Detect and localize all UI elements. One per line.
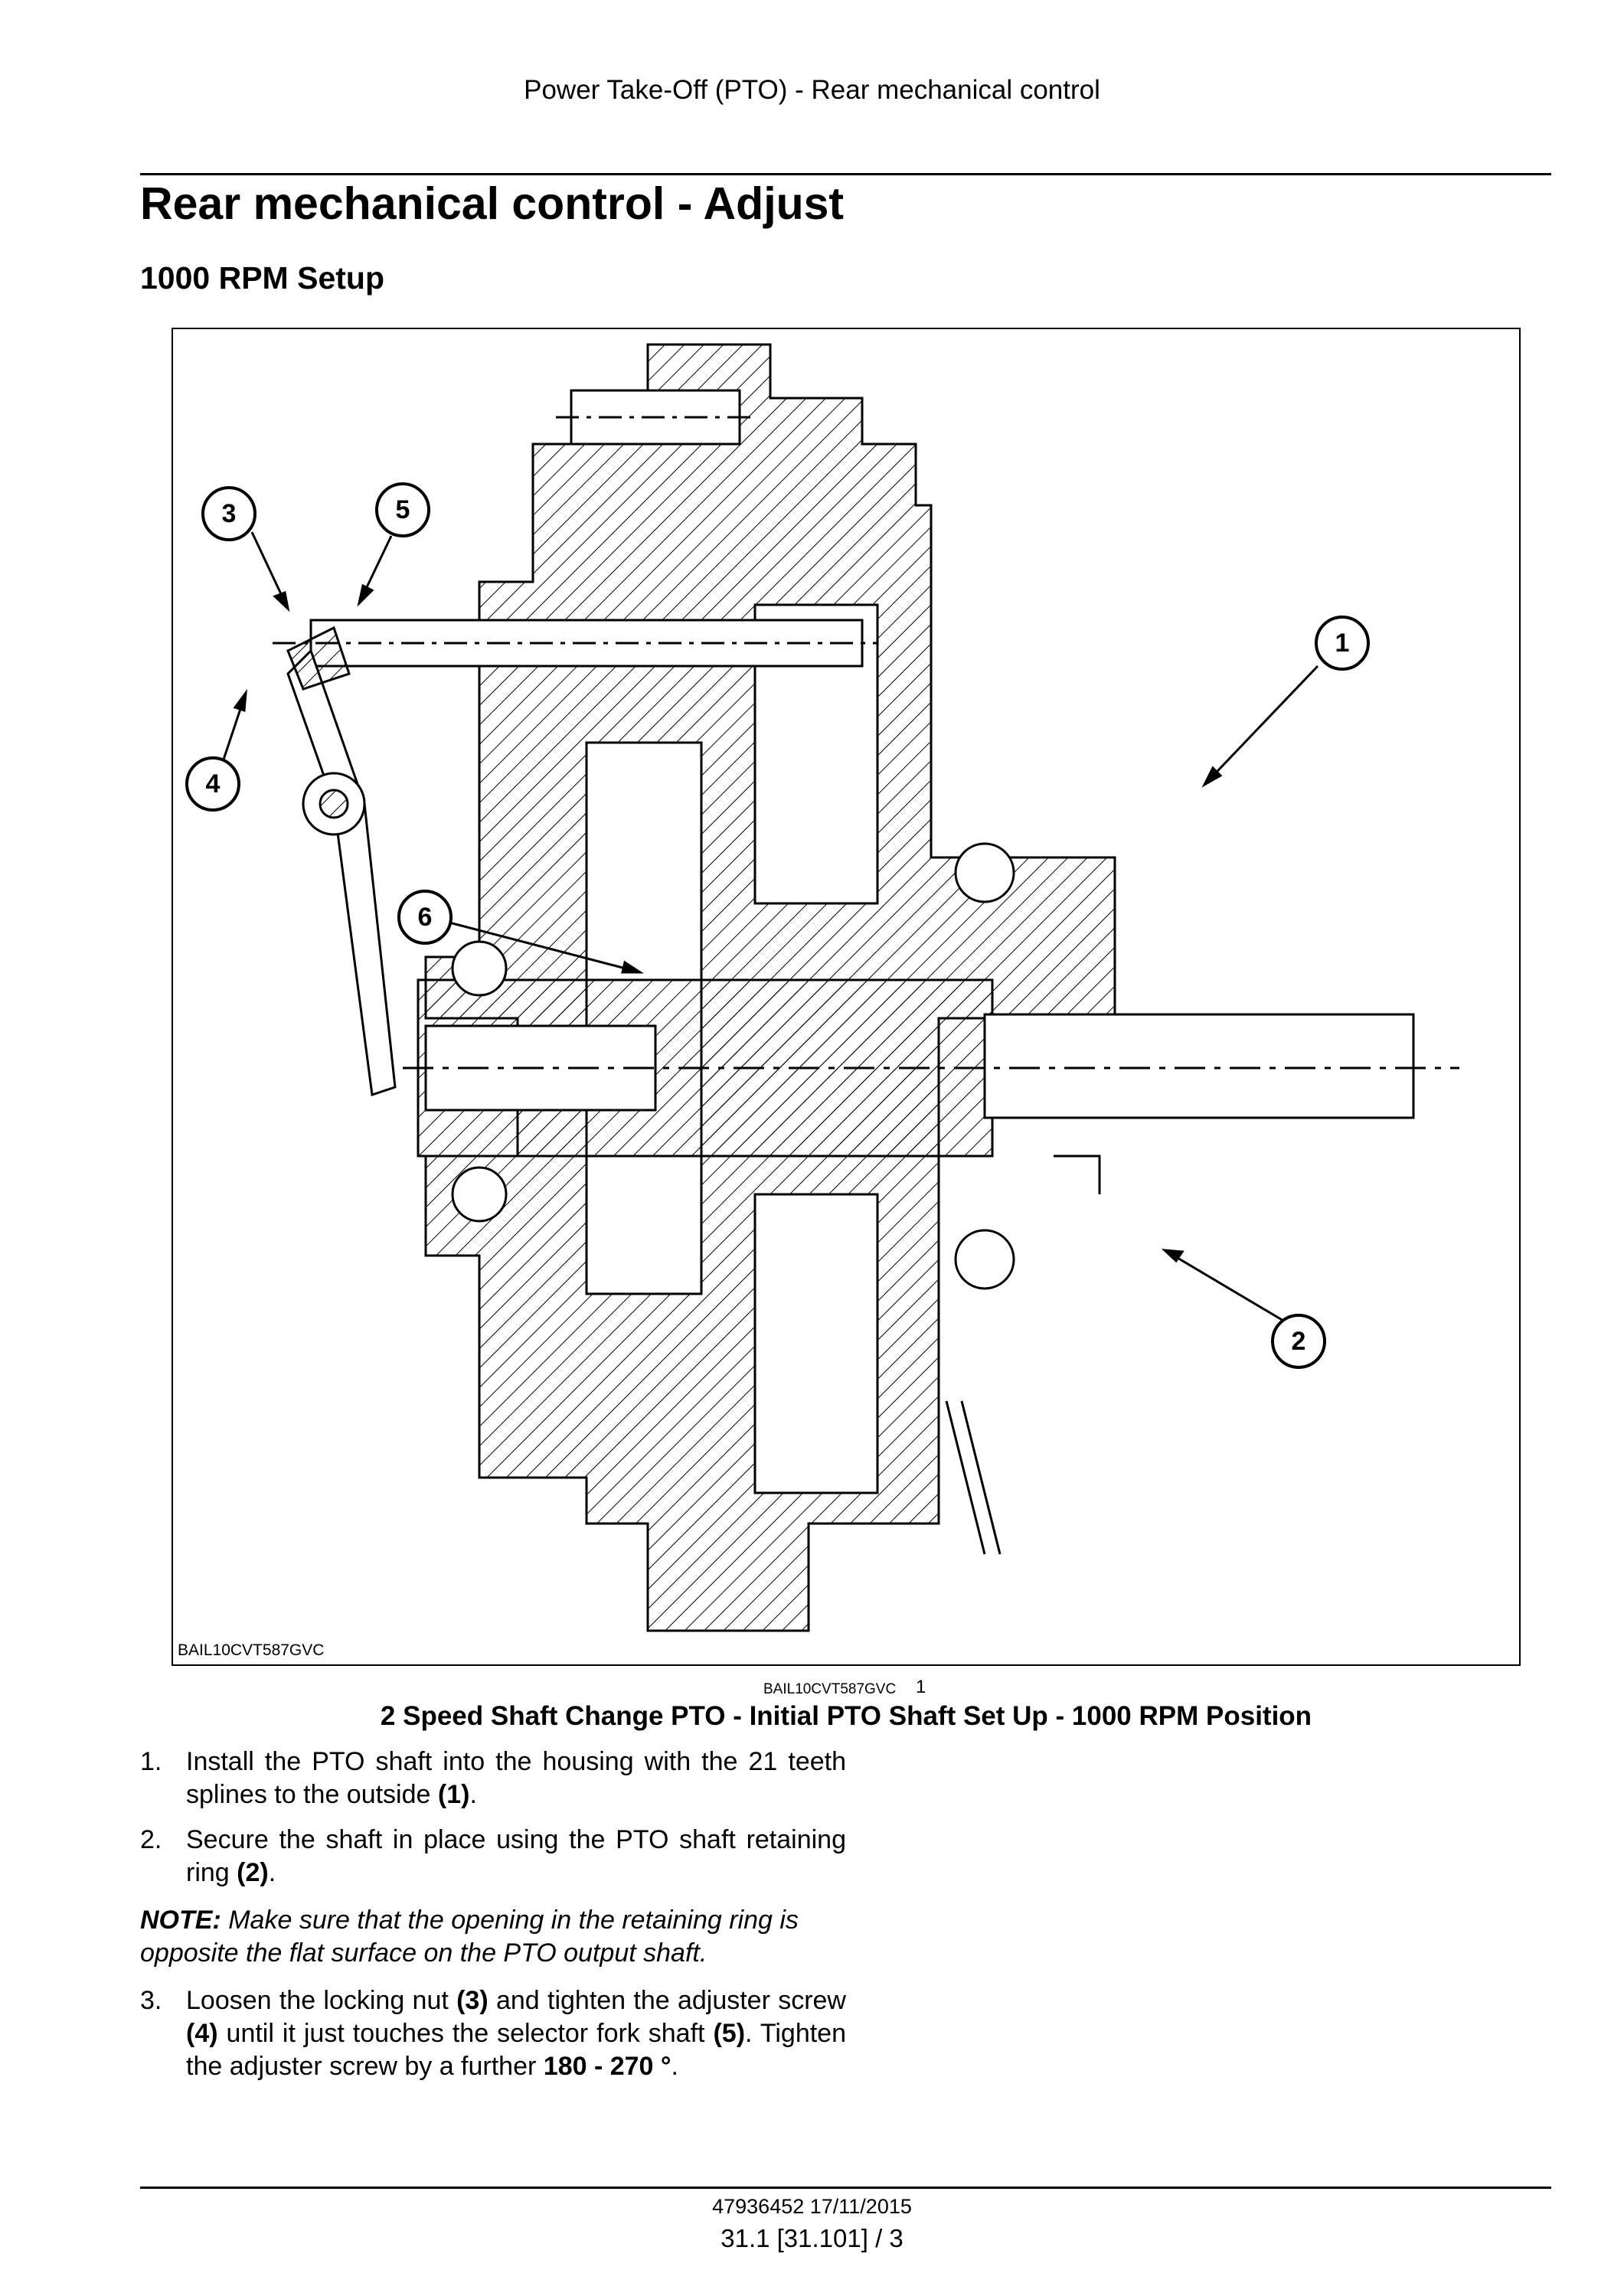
step-text: Install the PTO shaft into the housing w…: [186, 1747, 846, 1809]
page-reference: 31.1 [31.101] / 3: [721, 2224, 903, 2252]
svg-text:6: 6: [418, 903, 433, 932]
callout-3: 3: [201, 486, 257, 541]
callout-5: 5: [375, 482, 430, 537]
running-header: Power Take-Off (PTO) - Rear mechanical c…: [524, 75, 1100, 105]
page-title: Rear mechanical control - Adjust: [140, 178, 845, 229]
header-rule: [140, 173, 1551, 175]
pto-cross-section-drawing: 1 2 3 5 4 6: [185, 343, 1459, 1632]
svg-text:4: 4: [206, 769, 221, 799]
pto-cross-section-figure: 1 2 3 5 4 6 BAIL10CVT587GVC: [172, 328, 1521, 1666]
footer-rule: [140, 2187, 1551, 2189]
svg-text:3: 3: [222, 499, 237, 528]
step-text: Loosen the locking nut (3) and tighten t…: [186, 1986, 847, 2081]
step-item: 2. Secure the shaft in place using the P…: [140, 1824, 846, 1889]
figure-caption: 2 Speed Shaft Change PTO - Initial PTO S…: [380, 1701, 1312, 1731]
figure-image-code: BAIL10CVT587GVC: [178, 1641, 325, 1659]
callout-4: 4: [185, 756, 240, 812]
callout-1: 1: [1315, 616, 1370, 671]
step-text: Secure the shaft in place using the PTO …: [186, 1825, 846, 1887]
figure-reference-code: BAIL10CVT587GVC: [763, 1681, 897, 1697]
document-id: 47936452 17/11/2015: [712, 2195, 912, 2218]
svg-text:2: 2: [1292, 1327, 1306, 1356]
step-number: 1.: [140, 1747, 162, 1776]
note-label: NOTE:: [140, 1906, 221, 1935]
note-block: NOTE: Make sure that the opening in the …: [140, 1904, 846, 1970]
step-number: 2.: [140, 1825, 162, 1854]
step-item: 3. Loosen the locking nut (3) and tighte…: [140, 1984, 846, 2083]
section-subtitle: 1000 RPM Setup: [140, 260, 384, 296]
svg-text:1: 1: [1335, 629, 1350, 658]
step-item: 1. Install the PTO shaft into the housin…: [140, 1746, 846, 1811]
callout-6: 6: [397, 890, 453, 945]
step-number: 3.: [140, 1986, 162, 2015]
figure-number: 1: [916, 1677, 926, 1697]
callout-2: 2: [1271, 1314, 1326, 1369]
svg-text:5: 5: [396, 495, 410, 524]
note-text: Make sure that the opening in the retain…: [140, 1906, 799, 1968]
